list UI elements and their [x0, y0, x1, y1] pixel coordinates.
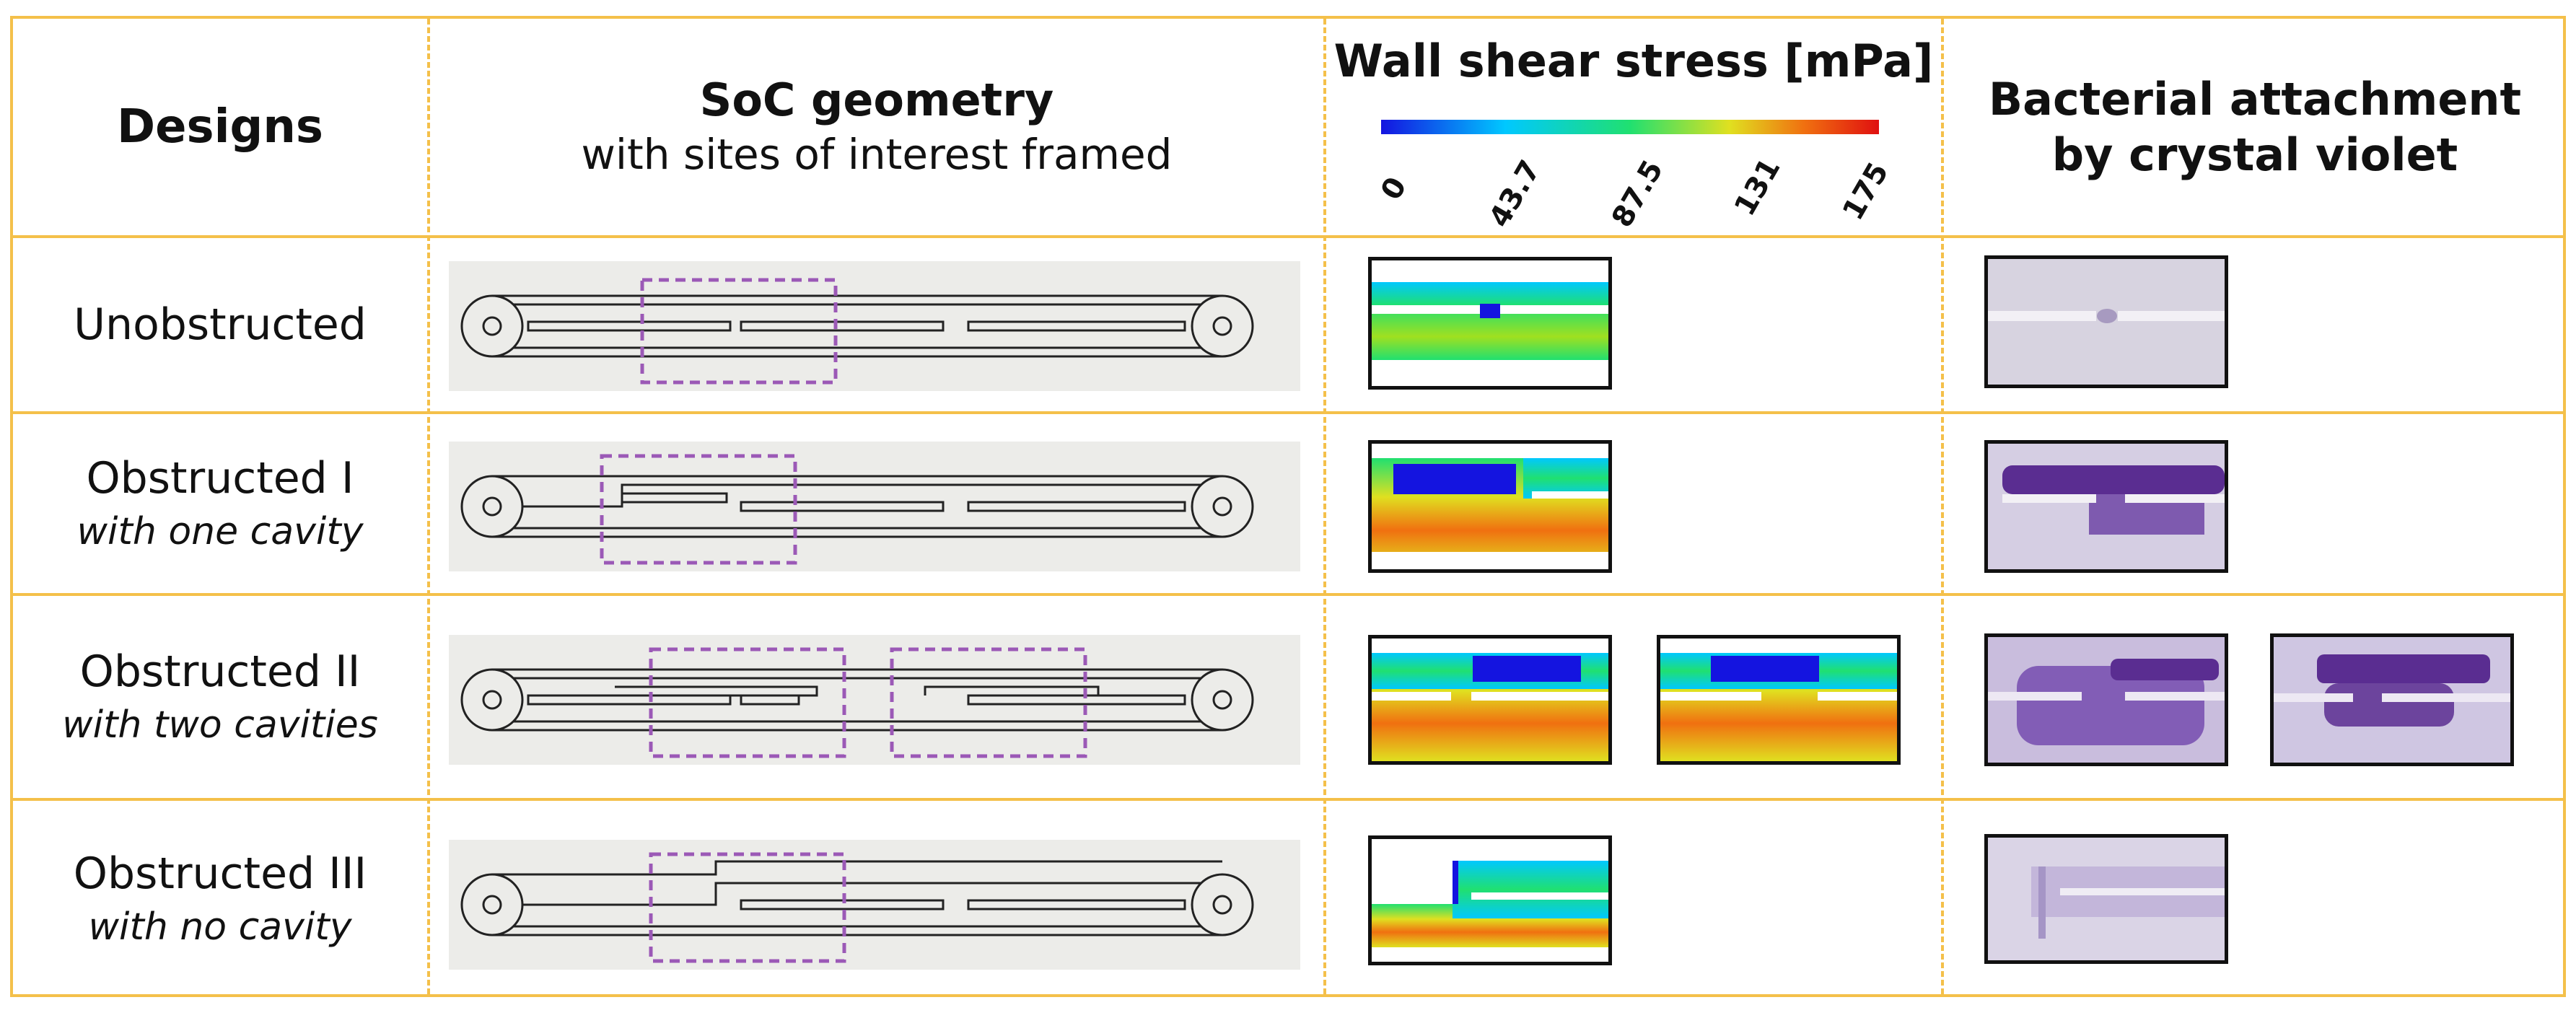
- wss-panel-unobstructed: [1368, 257, 1612, 390]
- geometry-heading: SoC geometry: [699, 73, 1054, 126]
- geometry-subheading: with sites of interest framed: [581, 130, 1173, 180]
- geometry-obstructed-i: [449, 442, 1300, 571]
- bacteria-panel-obstructed-iii: [1984, 834, 2228, 964]
- row-name: Obstructed III: [73, 848, 367, 899]
- figure-table: Designs SoC geometry with sites of inter…: [10, 16, 2566, 997]
- bacteria-panel-obstructed-ii-b: [2270, 633, 2514, 766]
- geometry-unobstructed: [449, 261, 1300, 391]
- geometry-obstructed-iii: [449, 840, 1300, 970]
- wss-heading: Wall shear stress [mPa]: [1333, 35, 1934, 87]
- column-divider: [427, 19, 430, 994]
- bacteria-heading-line2: by crystal violet: [2051, 128, 2458, 181]
- colorbar: [1381, 120, 1879, 134]
- bacteria-panel-unobstructed: [1984, 255, 2228, 388]
- row-label-obstructed-iii: Obstructed III with no cavity: [13, 801, 427, 997]
- column-divider: [1941, 19, 1944, 994]
- row-divider: [13, 593, 2563, 596]
- wss-panel-obstructed-ii-b: [1657, 635, 1901, 765]
- site-frame: [640, 278, 838, 385]
- row-subtitle: with no cavity: [88, 905, 352, 949]
- bacteria-heading-line1: Bacterial attachment: [1988, 72, 2522, 126]
- row-divider: [13, 235, 2563, 238]
- bacteria-panel-obstructed-ii-a: [1984, 633, 2228, 766]
- site-frame: [890, 647, 1087, 758]
- header-bacteria: Bacterial attachment by crystal violet: [1944, 19, 2566, 235]
- row-name: Unobstructed: [74, 299, 367, 350]
- row-subtitle: with two cavities: [62, 703, 378, 747]
- wss-panel-obstructed-ii-a: [1368, 635, 1612, 765]
- geometry-obstructed-ii: [449, 635, 1300, 765]
- row-name: Obstructed I: [86, 452, 354, 504]
- header-designs: Designs: [13, 19, 427, 235]
- row-label-unobstructed: Unobstructed: [13, 238, 427, 411]
- row-divider: [13, 798, 2563, 801]
- row-divider: [13, 411, 2563, 414]
- row-label-obstructed-i: Obstructed I with one cavity: [13, 414, 427, 593]
- designs-heading: Designs: [116, 100, 324, 154]
- row-subtitle: with one cavity: [76, 509, 364, 553]
- site-frame: [649, 852, 846, 963]
- bacteria-panel-obstructed-i: [1984, 440, 2228, 573]
- header-geometry: SoC geometry with sites of interest fram…: [430, 19, 1323, 235]
- row-label-obstructed-ii: Obstructed II with two cavities: [13, 596, 427, 798]
- wss-panel-obstructed-iii: [1368, 835, 1612, 965]
- row-name: Obstructed II: [79, 646, 361, 697]
- site-frame: [600, 454, 797, 565]
- column-divider: [1323, 19, 1326, 994]
- wss-panel-obstructed-i: [1368, 440, 1612, 573]
- header-wss: Wall shear stress [mPa]: [1326, 19, 1941, 235]
- site-frame: [649, 647, 846, 758]
